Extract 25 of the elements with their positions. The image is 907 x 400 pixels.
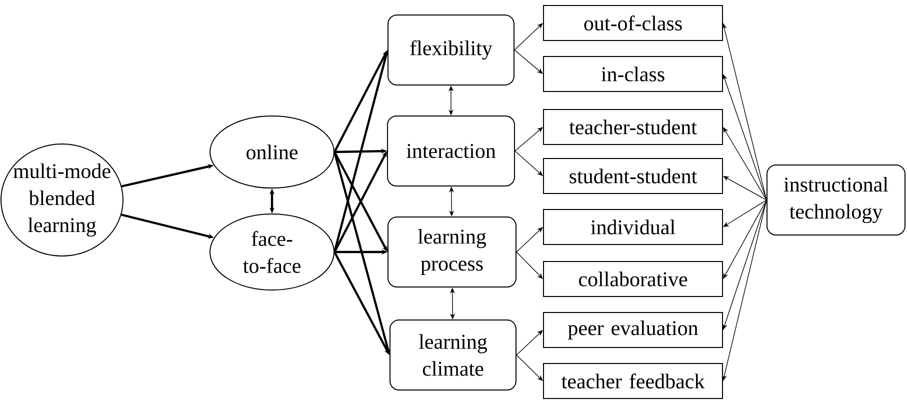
arrow (723, 176, 767, 200)
arrow (514, 127, 543, 152)
arrow (516, 252, 543, 279)
item-box: teacher feedback (543, 363, 723, 399)
arrow (514, 50, 543, 74)
arrow (516, 227, 543, 252)
process-box: learning process (388, 216, 516, 288)
item-box: out-of-class (543, 5, 723, 41)
process-box: instructional technology (766, 164, 906, 236)
arrow (514, 23, 543, 50)
item-box: in-class (543, 56, 723, 92)
arrow (514, 150, 543, 176)
item-box: collaborative (543, 261, 723, 297)
process-box: flexibility (388, 14, 514, 86)
item-box: teacher-student (543, 109, 723, 145)
item-box: peer evaluation (543, 312, 723, 348)
item-box: student-student (543, 158, 723, 194)
arrow (516, 354, 543, 381)
arrow (516, 330, 543, 356)
process-box: learning climate (390, 320, 516, 390)
arrow (723, 200, 767, 227)
arrow (723, 127, 767, 200)
item-box: individual (543, 209, 723, 245)
process-box: interaction (387, 116, 515, 186)
arrow (723, 200, 767, 279)
